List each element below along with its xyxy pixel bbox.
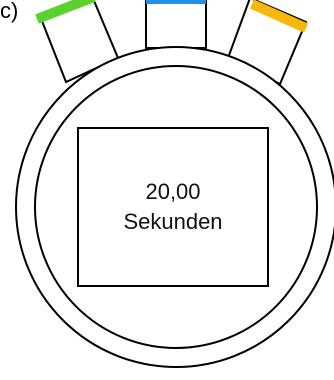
display-readout: 20,00 Sekunden [78,128,268,286]
center-button-body [146,0,206,48]
display-time: 20,00 [145,177,200,207]
center-button[interactable] [146,0,206,48]
display-unit: Sekunden [123,207,222,237]
